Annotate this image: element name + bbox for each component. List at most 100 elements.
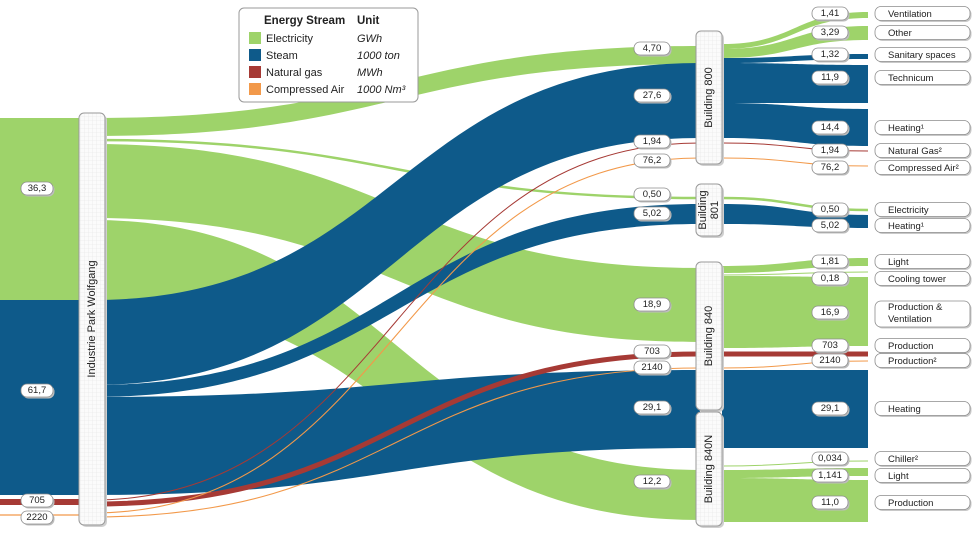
legend-header-stream: Energy Stream <box>264 15 345 27</box>
output-value-12-text: 703 <box>822 340 838 351</box>
output-value-0-box <box>811 6 849 21</box>
building-input-b801_el-box <box>633 187 671 202</box>
legend-unit-steam: 1000 ton <box>357 50 400 62</box>
building-input-b800_st: 27,6 <box>633 88 672 104</box>
building-input-b801_el-text: 0,50 <box>643 189 662 200</box>
output-value-8-box <box>811 218 849 233</box>
output-value-9-text: 1,81 <box>821 256 840 267</box>
output-label-10-text: Cooling tower <box>888 274 946 285</box>
output-value-11: 16,9 <box>811 305 850 321</box>
node-building-800-box <box>695 30 723 165</box>
output-value-13-box <box>811 353 849 368</box>
output-label-8: Heating¹ <box>874 218 972 234</box>
source-value-1: 61,7 <box>20 383 55 399</box>
output-label-9: Light <box>874 254 972 270</box>
flow-st-park-b800 <box>92 63 700 385</box>
output-label-3-text: Technicum <box>888 73 933 84</box>
output-label-1: Other <box>874 25 972 41</box>
output-label-2-text: Sanitary spaces <box>888 50 956 61</box>
building-input-b840_air-box <box>633 360 671 375</box>
flow-gas-park-b840 <box>91 351 701 507</box>
flow-b840n-production <box>722 478 868 522</box>
output-label-2-box <box>874 47 971 62</box>
output-label-0: Ventilation <box>874 6 972 22</box>
building-input-b840_st: 29,1 <box>633 400 672 416</box>
output-label-2: Sanitary spaces <box>874 47 972 63</box>
output-label-13-text: Production² <box>888 356 937 367</box>
legend-swatch-steam <box>249 49 261 61</box>
output-label-9-box <box>874 254 971 269</box>
node-industrie-park: Industrie Park Wolfgang <box>78 112 107 527</box>
legend-stream-steam: Steam <box>266 50 298 62</box>
output-value-9-box <box>811 254 849 269</box>
building-input-b840n_el-box <box>633 474 671 489</box>
output-label-4-box <box>874 120 971 135</box>
building-input-b840_gas: 703 <box>633 344 672 360</box>
output-value-15-box <box>811 451 849 466</box>
output-value-14-box <box>811 401 849 416</box>
output-label-17: Production <box>874 495 972 511</box>
output-label-11-line2: Ventilation <box>888 314 932 325</box>
source-value-0: 36,3 <box>20 181 55 197</box>
flow-st-park-b840 <box>92 370 700 495</box>
output-label-7-box <box>874 202 971 217</box>
flow-b840-production-ventilation <box>722 276 868 348</box>
output-label-15: Chiller² <box>874 451 972 467</box>
output-value-2-text: 1,32 <box>821 49 840 60</box>
legend-stream-compressed-air: Compressed Air <box>266 84 345 96</box>
source-value-3-text: 2220 <box>26 512 47 523</box>
output-value-7-text: 0,50 <box>821 204 840 215</box>
node-building-840: Building 840 <box>695 261 724 412</box>
output-value-3-text: 11,9 <box>821 72 839 83</box>
output-label-16-text: Light <box>888 471 909 482</box>
source-value-1-box <box>20 383 54 398</box>
output-value-8: 5,02 <box>811 218 850 234</box>
output-value-10-box <box>811 271 849 286</box>
node-building-840-box <box>695 261 723 411</box>
output-label-13-box <box>874 353 971 368</box>
output-label-6: Compressed Air² <box>874 160 972 176</box>
flow-b840-heating <box>722 370 868 448</box>
output-value-11-text: 16,9 <box>821 307 840 318</box>
building-input-b840n_el-text: 12,2 <box>643 476 662 487</box>
output-label-11-line1: Production & <box>888 302 943 313</box>
output-label-11-box <box>874 300 971 328</box>
output-label-6-box <box>874 160 971 175</box>
output-label-12: Production <box>874 338 972 354</box>
node-building-840n-box <box>695 411 723 527</box>
node-industrie-park-box <box>78 112 106 526</box>
output-label-11: Production &Ventilation <box>874 300 972 329</box>
legend-unit-electricity: GWh <box>357 33 382 45</box>
building-input-b800_air-box <box>633 153 671 168</box>
output-label-14: Heating <box>874 401 972 417</box>
output-value-16-box <box>811 468 849 483</box>
output-value-2: 1,32 <box>811 47 850 63</box>
output-label-15-box <box>874 451 971 466</box>
output-label-12-text: Production <box>888 341 933 352</box>
output-label-9-text: Light <box>888 257 909 268</box>
output-value-7-box <box>811 202 849 217</box>
output-value-5-text: 1,94 <box>821 145 840 156</box>
output-value-15: 0,034 <box>811 451 850 467</box>
output-value-1: 3,29 <box>811 25 850 41</box>
source-value-2-box <box>20 493 54 508</box>
building-input-b801_st-text: 5,02 <box>643 208 662 219</box>
output-value-5-box <box>811 143 849 158</box>
flow-air-park-b840 <box>91 367 701 518</box>
flow-el-park-b801 <box>91 138 701 200</box>
output-value-0-text: 1,41 <box>821 8 840 19</box>
building-input-b801_st: 5,02 <box>633 206 672 222</box>
output-value-1-text: 3,29 <box>821 27 840 38</box>
output-value-0: 1,41 <box>811 6 850 22</box>
building-input-b840n_el: 12,2 <box>633 474 672 490</box>
output-value-3: 11,9 <box>811 70 850 86</box>
building-input-b800_gas-text: 1,94 <box>643 136 662 147</box>
output-label-13: Production² <box>874 353 972 369</box>
output-value-13-text: 2140 <box>819 355 840 366</box>
output-label-6-text: Compressed Air² <box>888 163 959 174</box>
flows <box>0 12 869 522</box>
output-label-8-box <box>874 218 971 233</box>
building-input-b840_st-text: 29,1 <box>643 402 662 413</box>
flow-b840-cooling <box>721 271 869 276</box>
